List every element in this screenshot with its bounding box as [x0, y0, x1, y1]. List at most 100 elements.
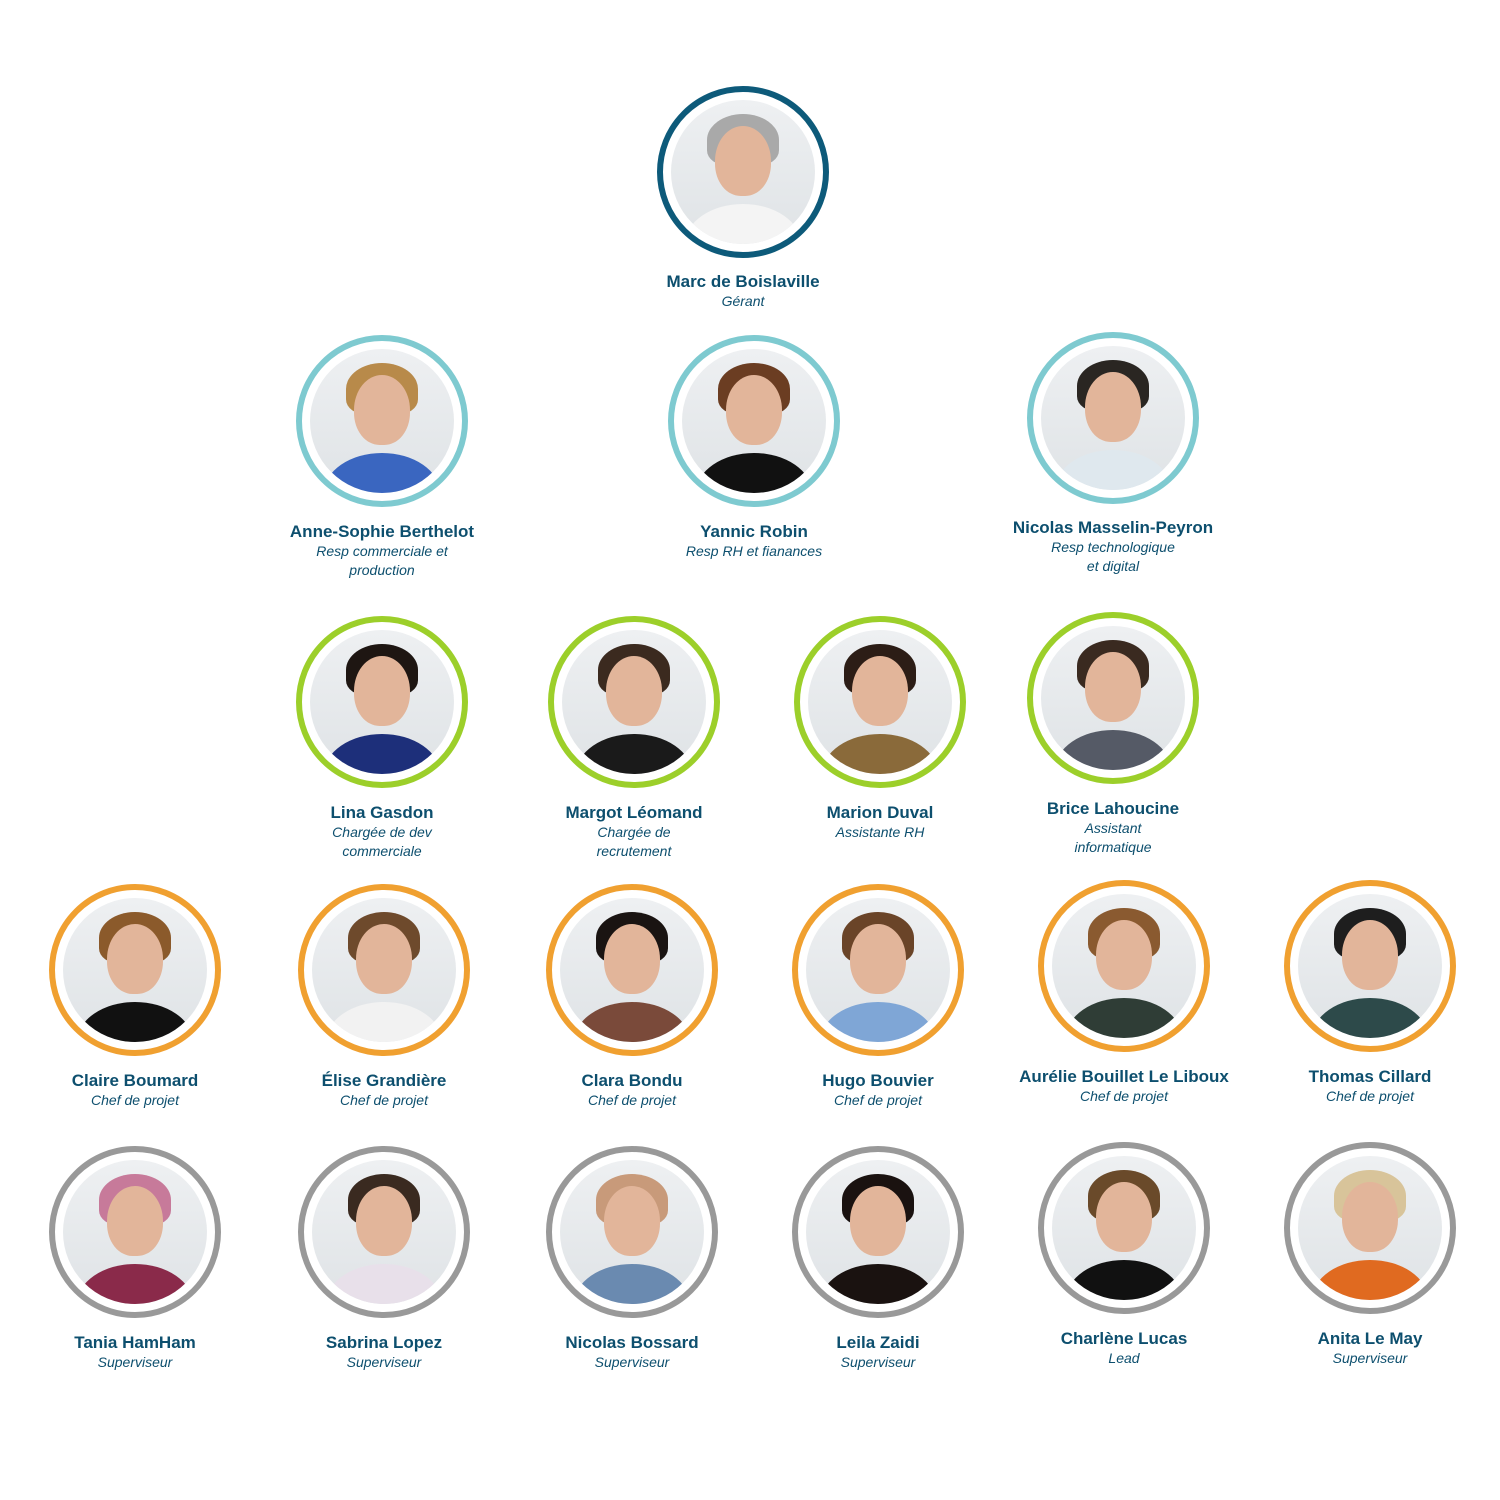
avatar-face — [1342, 920, 1398, 990]
person-role: Chef de projet — [834, 1092, 922, 1108]
person-role: production — [349, 562, 415, 578]
person-role: Chef de projet — [340, 1092, 428, 1108]
person-role: et digital — [1086, 558, 1140, 574]
person-name: Thomas Cillard — [1308, 1067, 1432, 1086]
avatar-photo — [312, 1160, 456, 1304]
avatar-face — [604, 924, 660, 994]
avatar-body — [822, 734, 938, 774]
person-role: Chargée de dev — [332, 824, 432, 840]
person-role: Lead — [1108, 1350, 1140, 1366]
person-role: Assistant — [1084, 820, 1142, 836]
person-role: Superviseur — [594, 1354, 670, 1370]
person-name: Nicolas Masselin-Peyron — [1012, 518, 1214, 537]
person-name: Yannic Robin — [700, 522, 808, 541]
person-role: Assistante RH — [835, 824, 925, 840]
person-role: Chargée de — [597, 824, 671, 840]
person-role: Resp RH et fianances — [685, 543, 823, 559]
avatar-ring — [298, 884, 470, 1056]
avatar-body — [326, 1264, 442, 1304]
avatar-ring — [1038, 880, 1210, 1052]
avatar-body — [1055, 450, 1171, 490]
avatar-face — [1342, 1182, 1398, 1252]
avatar-body — [1055, 730, 1171, 770]
avatar-ring — [1027, 612, 1199, 784]
avatar-face — [107, 924, 163, 994]
avatar-ring — [1284, 880, 1456, 1052]
avatar-face — [356, 924, 412, 994]
avatar-face — [1085, 652, 1141, 722]
avatar-face — [1096, 1182, 1152, 1252]
person-name: Hugo Bouvier — [822, 1071, 934, 1090]
avatar-face — [850, 924, 906, 994]
avatar-body — [574, 1264, 690, 1304]
avatar-photo — [310, 349, 454, 493]
avatar-face — [606, 656, 662, 726]
avatar-body — [576, 734, 692, 774]
avatar-face — [107, 1186, 163, 1256]
avatar-face — [356, 1186, 412, 1256]
person-name: Margot Léomand — [565, 803, 703, 822]
person-name: Anne-Sophie Berthelot — [289, 522, 475, 541]
avatar-face — [852, 656, 908, 726]
person-role: recrutement — [596, 843, 672, 859]
avatar-ring — [49, 884, 221, 1056]
person-name: Tania HamHam — [74, 1333, 196, 1352]
avatar-body — [696, 453, 812, 493]
person-role: commerciale — [342, 843, 422, 859]
avatar-ring — [49, 1146, 221, 1318]
avatar-ring — [298, 1146, 470, 1318]
avatar-body — [1312, 1260, 1428, 1300]
avatar-ring — [794, 616, 966, 788]
avatar-photo — [1052, 1156, 1196, 1300]
person-role: Chef de projet — [91, 1092, 179, 1108]
avatar-photo — [63, 898, 207, 1042]
avatar-photo — [806, 1160, 950, 1304]
person-role: Resp commerciale et — [316, 543, 448, 559]
person-role: Superviseur — [97, 1354, 173, 1370]
avatar-photo — [63, 1160, 207, 1304]
avatar-body — [326, 1002, 442, 1042]
person-name: Charlène Lucas — [1060, 1329, 1188, 1348]
avatar-body — [77, 1264, 193, 1304]
avatar-face — [354, 375, 410, 445]
person-name: Aurélie Bouillet Le Liboux — [1019, 1067, 1229, 1086]
avatar-photo — [562, 630, 706, 774]
person-name: Lina Gasdon — [330, 803, 434, 822]
avatar-body — [685, 204, 801, 244]
avatar-ring — [546, 1146, 718, 1318]
avatar-photo — [671, 100, 815, 244]
avatar-ring — [1027, 332, 1199, 504]
avatar-photo — [310, 630, 454, 774]
avatar-body — [324, 453, 440, 493]
avatar-face — [850, 1186, 906, 1256]
avatar-photo — [560, 898, 704, 1042]
person-role: Resp technologique — [1051, 539, 1175, 555]
person-name: Élise Grandière — [321, 1071, 447, 1090]
avatar-face — [715, 126, 771, 196]
avatar-face — [1085, 372, 1141, 442]
avatar-ring — [1284, 1142, 1456, 1314]
avatar-photo — [1298, 1156, 1442, 1300]
avatar-face — [726, 375, 782, 445]
avatar-body — [820, 1002, 936, 1042]
avatar-body — [1066, 1260, 1182, 1300]
avatar-body — [820, 1264, 936, 1304]
avatar-face — [604, 1186, 660, 1256]
person-role: Chef de projet — [1080, 1088, 1168, 1104]
avatar-ring — [668, 335, 840, 507]
person-name: Marion Duval — [826, 803, 934, 822]
